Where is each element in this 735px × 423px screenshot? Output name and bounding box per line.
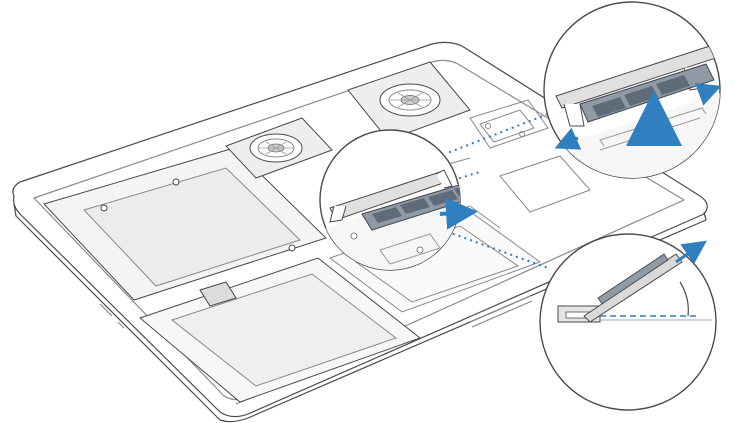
hard-drive-bay xyxy=(138,257,422,403)
battery-bay xyxy=(43,147,327,301)
memory-module-icon xyxy=(361,179,460,231)
release-arrow-icon xyxy=(694,83,722,106)
memory-module-icon xyxy=(583,253,683,323)
magnifier-callout xyxy=(319,129,478,271)
case-front-lip xyxy=(13,203,707,423)
dotted-leaders xyxy=(446,112,550,270)
case-inner-rim xyxy=(33,59,685,401)
magnifier-callout xyxy=(539,233,717,411)
memory-slot-connector xyxy=(555,43,720,109)
release-arrow-icon xyxy=(439,197,478,230)
release-arrow-icon xyxy=(554,127,582,150)
magnifier-callout xyxy=(543,1,722,179)
insert-angle-arrow-icon xyxy=(675,240,707,265)
right-side-vent xyxy=(469,295,533,328)
fan-icon xyxy=(225,117,333,179)
insert-angle-arc xyxy=(679,281,689,317)
fan-icon xyxy=(347,61,471,141)
